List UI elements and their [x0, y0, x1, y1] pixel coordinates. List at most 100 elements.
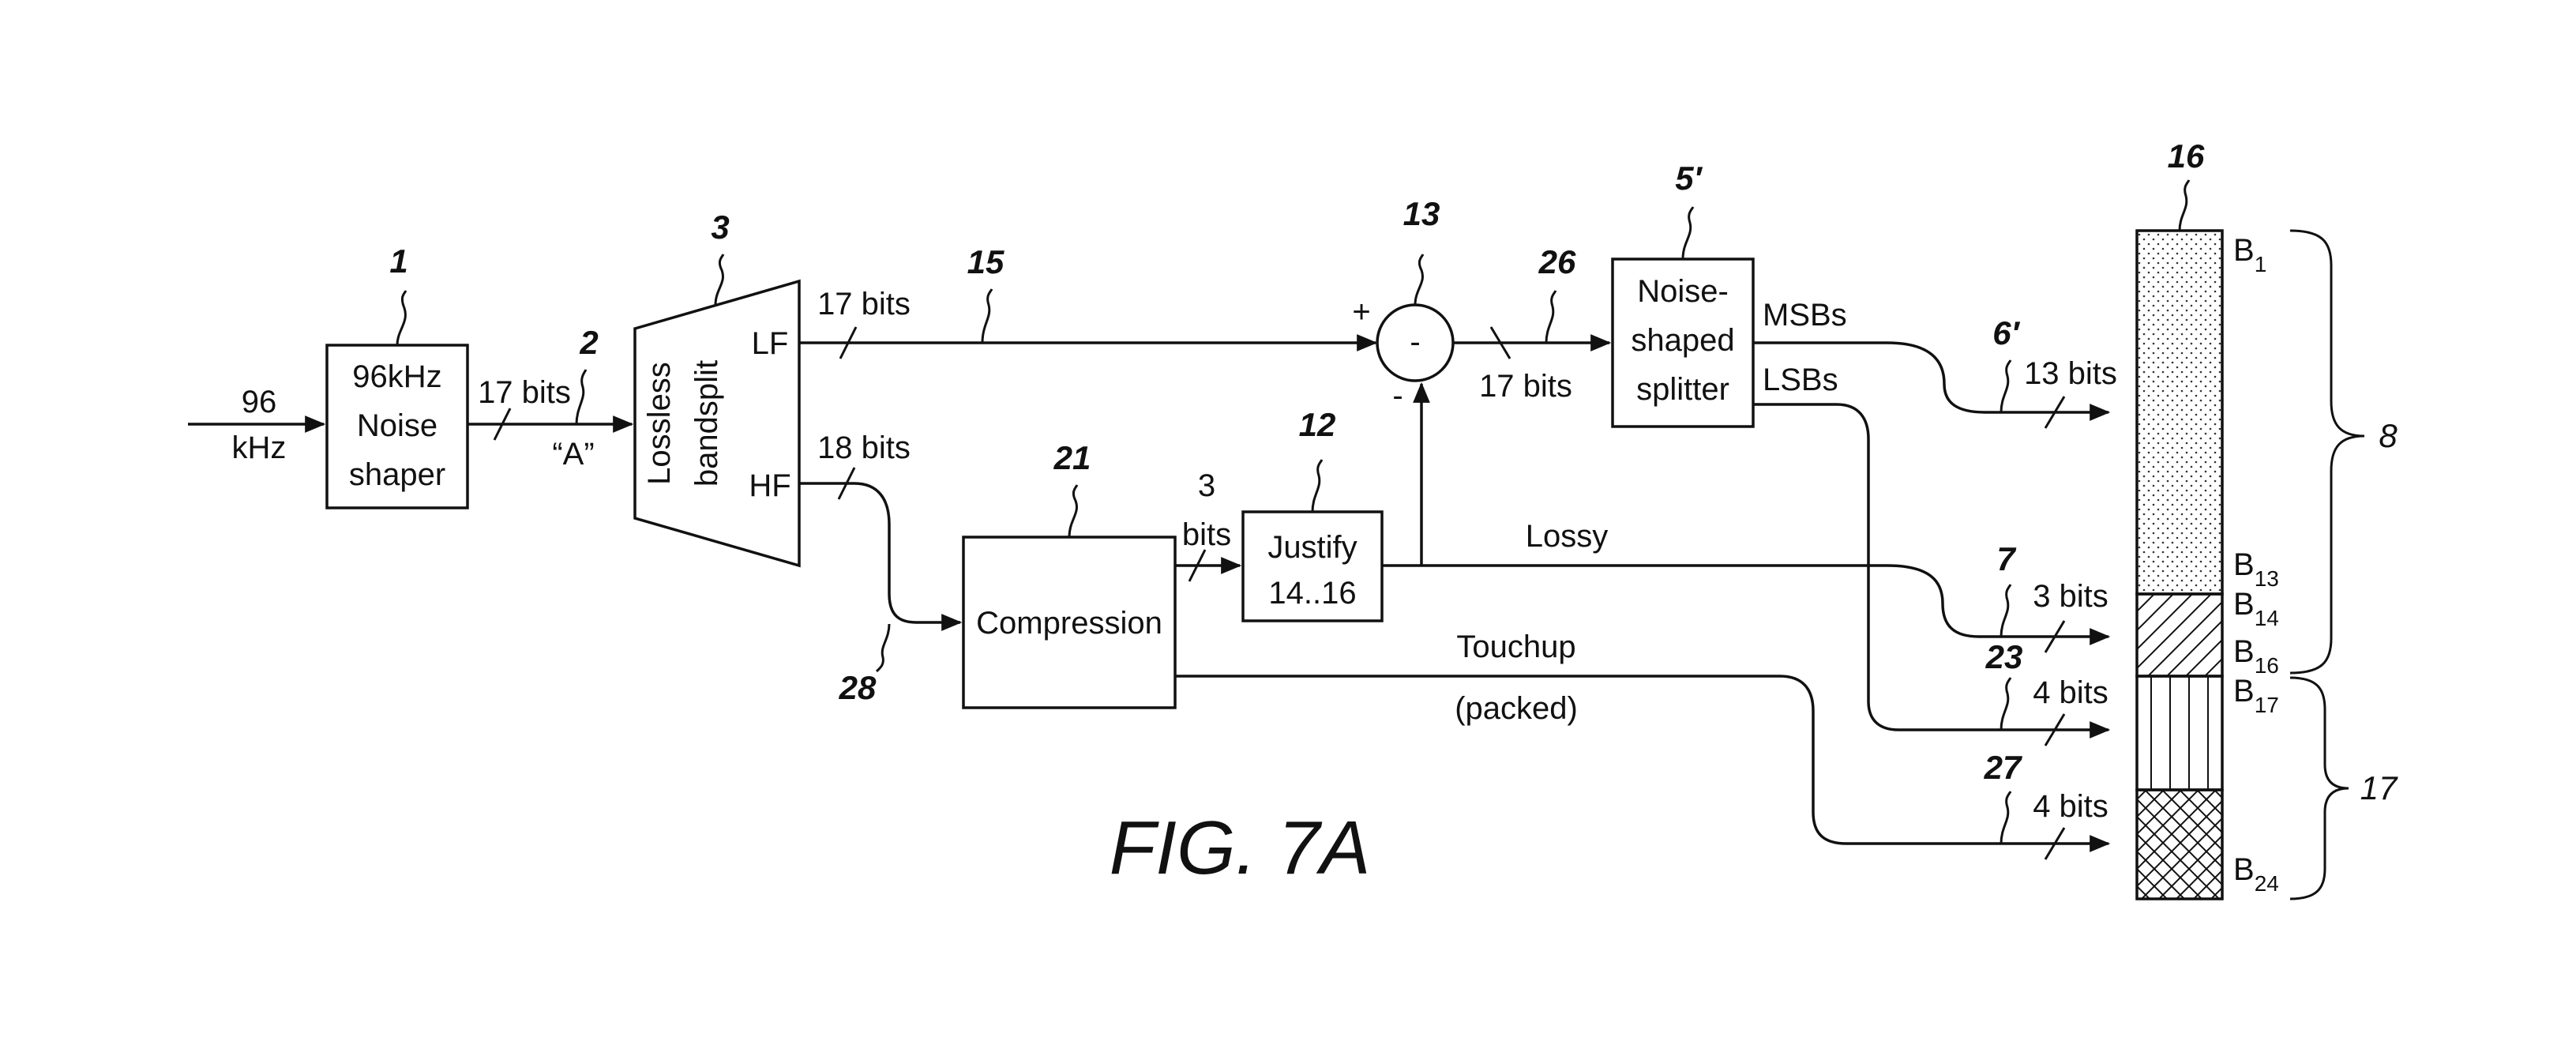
splitter-ref: 5′	[1675, 160, 1703, 197]
compression-label: Compression	[976, 606, 1162, 641]
bit-label-b1: B1	[2233, 233, 2266, 276]
bandsplit-block: Lossless bandsplit LF HF 3	[633, 209, 801, 568]
splitter-lsb-label: LSBs	[1763, 363, 1838, 397]
lossy-bus-tick	[2044, 620, 2066, 653]
lf-bus-tick	[839, 326, 858, 359]
touchup-bus-tick	[2044, 827, 2066, 860]
splitter-leader	[1681, 206, 1695, 260]
word-leader	[2178, 179, 2191, 231]
justify-line2: 14..16	[1268, 576, 1356, 611]
subtractor-plus: +	[1352, 295, 1370, 329]
brace-lower-label: 17	[2360, 769, 2398, 806]
bandsplit-shape	[633, 279, 801, 568]
noise-shaper-leader	[396, 290, 407, 346]
lf-leader	[981, 288, 993, 344]
input-label-96: 96	[242, 385, 277, 419]
lf-ref: 15	[967, 243, 1004, 280]
lossy-signal: Lossy 3 bits 7	[1382, 382, 2111, 653]
justify-line1: Justify	[1267, 530, 1357, 565]
lsb-signal: 4 bits 23	[1753, 403, 2111, 746]
diff-signal: 17 bits 26	[1453, 243, 1612, 404]
subtractor-block: - + - 13	[1352, 195, 1455, 413]
splitter-line3: splitter	[1636, 372, 1729, 407]
compression-block: Compression 21	[962, 439, 1177, 709]
touchup-sub-label: (packed)	[1455, 691, 1578, 726]
diff-bus-tick	[1489, 326, 1511, 359]
msb-leader	[2000, 359, 2012, 413]
bandsplit-line1: Lossless	[642, 362, 677, 485]
touchup-bits: 4 bits	[2033, 789, 2108, 824]
output-word: 16 B1 B13 B14 B16 B17 B24 8 17	[2135, 137, 2398, 900]
signal-a-bits: 17 bits	[478, 375, 571, 410]
hf-signal: 18 bits 28	[799, 430, 963, 706]
diff-leader	[1545, 290, 1557, 344]
word-msb-segment	[2135, 229, 2224, 596]
hf-ref: 28	[839, 669, 877, 706]
msb-path	[1753, 341, 2111, 421]
comp-to-justify-signal: 3 bits	[1175, 468, 1242, 582]
splitter-block: Noise- shaped splitter 5′ MSBs LSBs	[1611, 160, 1847, 428]
touchup-leader	[2000, 791, 2012, 844]
justify-ref: 12	[1299, 406, 1336, 443]
subtractor-leader	[1414, 254, 1425, 306]
lossy-leader	[2000, 584, 2012, 637]
lossy-path	[1382, 564, 2111, 645]
brace-lower	[2289, 676, 2349, 900]
bandsplit-hf-label: HF	[749, 468, 790, 503]
touchup-path	[1175, 675, 2111, 852]
bandsplit-lf-label: LF	[752, 326, 789, 361]
subtractor-minus: -	[1392, 378, 1403, 413]
word-lsb-segment	[2135, 675, 2224, 791]
subtractor-ref: 13	[1403, 195, 1440, 232]
justify-leader	[1311, 459, 1324, 513]
input-signal: 96 kHz	[188, 385, 326, 465]
lf-signal: 17 bits 15	[799, 243, 1378, 359]
bit-label-b17: B17	[2233, 674, 2279, 717]
justify-block: Justify 14..16 12	[1241, 406, 1384, 622]
signal-a-bus-tick	[493, 408, 512, 441]
brace-upper	[2289, 229, 2365, 675]
signal-a-name: “A”	[552, 437, 594, 472]
splitter-line2: shaped	[1631, 323, 1734, 358]
bit-label-b16: B16	[2233, 634, 2279, 678]
touchup-signal: Touchup (packed) 4 bits 27	[1175, 630, 2111, 860]
msb-ref: 6′	[1992, 314, 2020, 351]
hf-path	[799, 482, 963, 631]
splitter-msb-label: MSBs	[1763, 298, 1847, 333]
signal-a-ref: 2	[579, 324, 598, 361]
noise-shaper-ref: 1	[389, 242, 407, 280]
diff-ref: 26	[1538, 243, 1576, 280]
hf-bits: 18 bits	[817, 430, 911, 465]
hf-bus-tick	[837, 467, 856, 500]
brace-upper-label: 8	[2379, 417, 2398, 454]
touchup-ref: 27	[1984, 749, 2022, 786]
word-lossy-segment	[2135, 592, 2224, 678]
hf-leader	[875, 623, 891, 673]
figure-title: FIG. 7A	[1110, 806, 1371, 890]
msb-bus-tick	[2044, 396, 2066, 429]
bandsplit-ref: 3	[711, 209, 729, 246]
comp-to-justify-bits-2: bits	[1182, 517, 1231, 552]
noise-shaper-block: 96kHz Noise shaper 1	[325, 242, 469, 509]
lossy-ref: 7	[1996, 540, 2016, 577]
comp-to-justify-bits-1: 3	[1198, 468, 1215, 503]
bandsplit-line2: bandsplit	[689, 360, 724, 487]
diff-bits: 17 bits	[1479, 369, 1572, 404]
comp-to-justify-bus-tick	[1188, 549, 1207, 582]
noise-shaper-line3: shaper	[349, 457, 445, 492]
lossy-label: Lossy	[1526, 519, 1609, 554]
splitter-line1: Noise-	[1637, 274, 1729, 309]
lsb-path	[1753, 403, 2111, 739]
bit-label-b24: B24	[2233, 852, 2279, 896]
touchup-label: Touchup	[1456, 630, 1575, 664]
msb-signal: 13 bits 6′	[1753, 314, 2117, 429]
lsb-leader	[2000, 677, 2012, 731]
bandsplit-leader	[714, 254, 725, 306]
noise-shaper-line1: 96kHz	[352, 359, 441, 394]
compression-leader	[1068, 484, 1079, 538]
compression-ref: 21	[1053, 439, 1091, 476]
bit-label-b13: B13	[2233, 547, 2279, 591]
msb-bits: 13 bits	[2024, 356, 2117, 391]
